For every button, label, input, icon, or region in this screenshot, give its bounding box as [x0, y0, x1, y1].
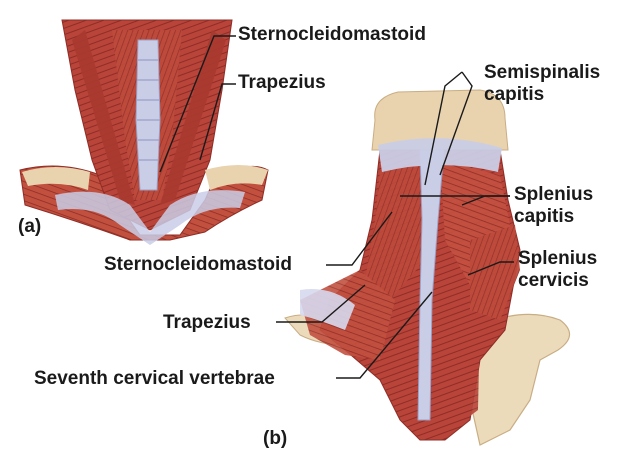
- label-b-trapezius: Trapezius: [163, 312, 251, 334]
- label-b-sternocleidomastoid: Sternocleidomastoid: [104, 254, 292, 276]
- label-splenius-capitis-line2: capitis: [514, 206, 574, 228]
- panel-label-b: (b): [263, 428, 287, 450]
- label-splenius-cervicis-line2: cervicis: [518, 270, 589, 292]
- label-a-sternocleidomastoid: Sternocleidomastoid: [238, 24, 426, 46]
- label-semispinalis-line1: Semispinalis: [484, 62, 600, 84]
- label-a-trapezius: Trapezius: [238, 72, 326, 94]
- label-semispinalis-line2: capitis: [484, 84, 544, 106]
- panel-label-a: (a): [18, 216, 41, 238]
- label-seventh-cervical: Seventh cervical vertebrae: [34, 368, 275, 390]
- panel-a-illustration: [20, 20, 268, 245]
- label-splenius-cervicis-line1: Splenius: [518, 248, 597, 270]
- label-splenius-capitis-line1: Splenius: [514, 184, 593, 206]
